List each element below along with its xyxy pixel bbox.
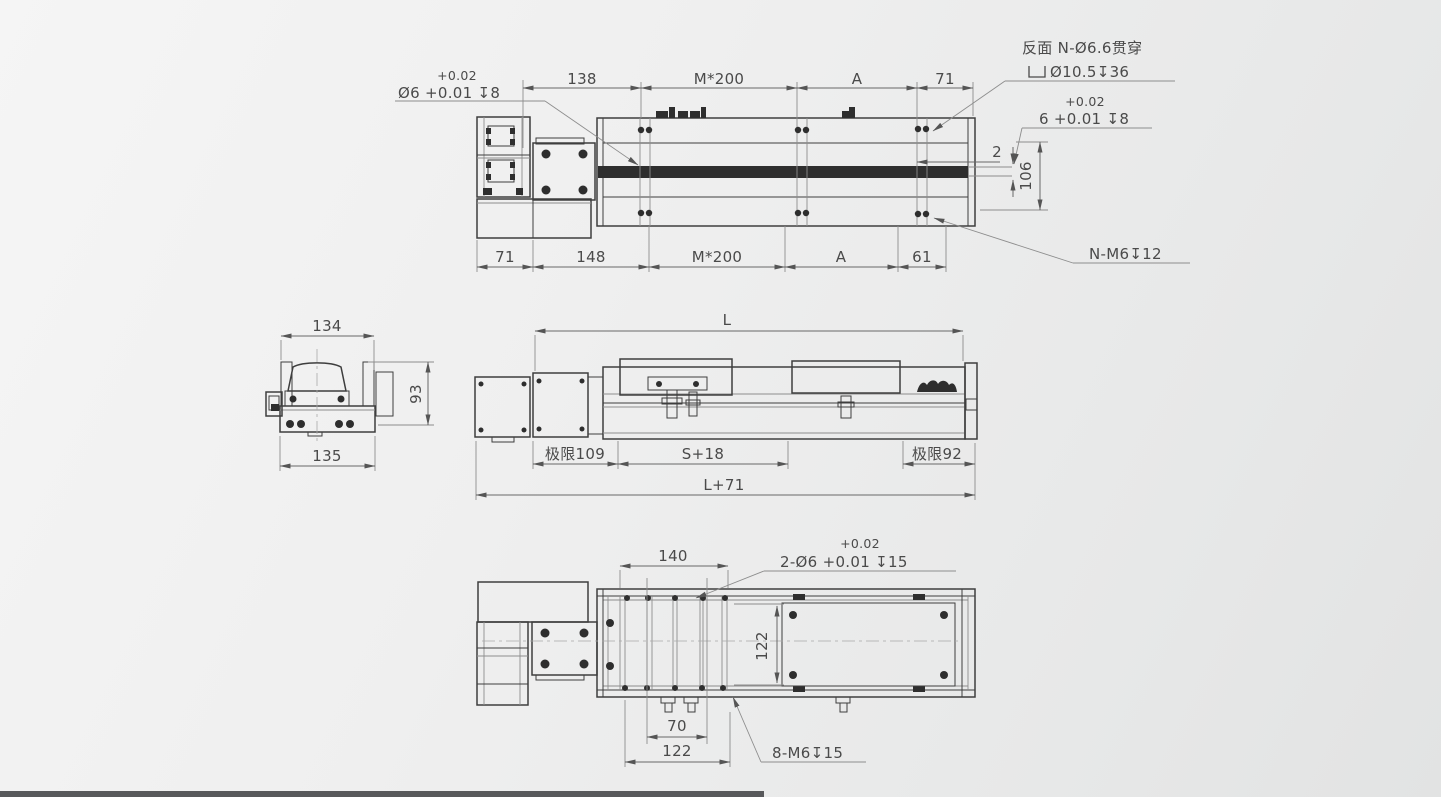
bottom-view: 140 +0.02 2-Ø6 +0.01 ↧15 122 70 122 8-M6… <box>476 536 976 767</box>
dim-71-top: 71 <box>935 70 955 88</box>
top-view: 138 M*200 A 71 71 148 M*200 A 61 +0.02 Ø… <box>395 39 1190 272</box>
limit-left: 极限109 <box>545 445 605 463</box>
side-view: L 极限109 S+18 极限92 L+71 <box>474 311 978 500</box>
dim-122-horizontal: 122 <box>662 742 692 760</box>
bottom-view-motor-outline <box>476 581 598 706</box>
top-view-leader-lines <box>395 80 1190 264</box>
dim-total-length: L+71 <box>703 476 744 494</box>
bottom-view-leader-lines <box>695 570 956 763</box>
top-view-rail-outline <box>596 107 1012 227</box>
side-view-dimension-lines <box>475 328 976 500</box>
hole-callout-right: 6 +0.01 ↧8 <box>1039 110 1129 128</box>
top-view-motor-outline <box>476 116 596 239</box>
dim-71-bottom: 71 <box>495 248 515 266</box>
dim-a-top: A <box>852 70 863 88</box>
dim-70: 70 <box>667 717 687 735</box>
section-dimension-lines <box>279 333 434 471</box>
dim-length: L <box>723 311 732 329</box>
section-outline <box>265 349 394 441</box>
bottom-edge-bar <box>0 791 764 797</box>
dim-122-vertical: 122 <box>753 631 771 661</box>
backside-callout-line1: 反面 N-Ø6.6贯穿 <box>1022 39 1142 57</box>
bottom-view-body-outline <box>482 578 976 744</box>
dim-134: 134 <box>312 317 342 335</box>
dim-140: 140 <box>658 547 688 565</box>
dim-135: 135 <box>312 447 342 465</box>
sensor-tabs <box>656 107 855 118</box>
dim-148: 148 <box>576 248 606 266</box>
pin-callout-tolerance: +0.02 <box>840 536 880 551</box>
counterbore-icon <box>1028 66 1046 78</box>
hole-callout-left-tolerance: +0.02 <box>437 68 477 83</box>
pin-callout: 2-Ø6 +0.01 ↧15 <box>780 553 908 571</box>
bottom-view-dimension-lines <box>619 563 784 767</box>
side-view-outline <box>474 358 978 443</box>
hole-callout-left: Ø6 +0.01 ↧8 <box>398 84 500 102</box>
dim-61: 61 <box>912 248 932 266</box>
limit-right: 极限92 <box>912 445 962 463</box>
dim-138: 138 <box>567 70 597 88</box>
bumper <box>917 380 957 392</box>
dim-106: 106 <box>1017 161 1035 191</box>
dim-93: 93 <box>407 384 425 404</box>
dim-2: 2 <box>992 143 1002 161</box>
dim-a-bottom: A <box>836 248 847 266</box>
dim-m200-bottom: M*200 <box>692 248 743 266</box>
thread-callout-bottom: 8-M6↧15 <box>772 744 843 762</box>
dim-stroke: S+18 <box>682 445 724 463</box>
thread-callout-top: N-M6↧12 <box>1089 245 1162 263</box>
hole-callout-right-tolerance: +0.02 <box>1065 94 1105 109</box>
section-view: 134 93 135 <box>265 317 434 471</box>
dim-m200-top: M*200 <box>694 70 745 88</box>
top-view-dimension-lines <box>476 85 1043 270</box>
belt-slot <box>598 166 968 178</box>
backside-callout-line2: Ø10.5↧36 <box>1050 63 1129 81</box>
